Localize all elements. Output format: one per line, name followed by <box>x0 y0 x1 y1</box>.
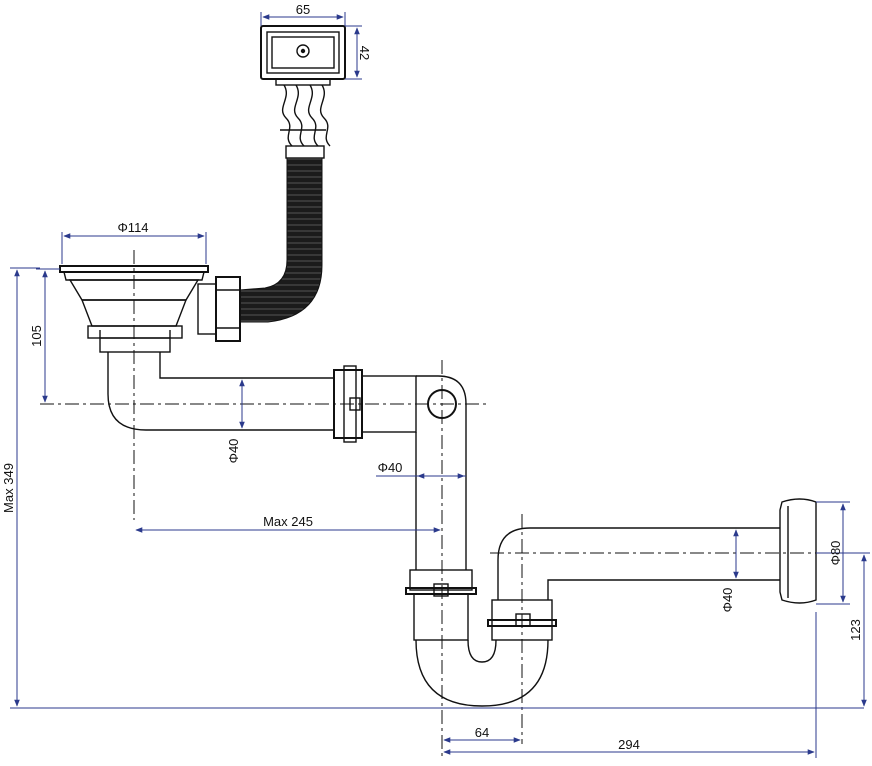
dimensions <box>10 12 870 758</box>
label-64: 64 <box>475 725 489 740</box>
drain-elbow-pipe <box>107 352 417 443</box>
label-phi-80: Φ80 <box>828 541 843 566</box>
overflow-cover <box>260 25 346 86</box>
label-123: 123 <box>848 619 863 641</box>
label-65: 65 <box>296 2 310 17</box>
overflow-connector-pipes <box>280 84 331 159</box>
label-phi-114: Φ114 <box>117 220 148 235</box>
overflow-hose <box>239 157 323 323</box>
label-max-349: Max 349 <box>1 463 16 513</box>
tee-junction <box>415 375 467 570</box>
dimension-labels: 65 42 Φ114 105 Max 349 Φ40 Φ40 Max 245 Φ… <box>1 2 863 752</box>
label-max-245: Max 245 <box>263 514 313 529</box>
label-phi-40-vertical: Φ40 <box>378 460 403 475</box>
sink-strainer <box>59 265 209 353</box>
center-lines <box>40 250 836 760</box>
label-phi-40-horizontal: Φ40 <box>226 439 241 464</box>
label-42: 42 <box>357 46 372 60</box>
p-trap <box>405 569 557 707</box>
label-105: 105 <box>29 325 44 347</box>
label-phi-40-outlet: Φ40 <box>720 588 735 613</box>
label-294: 294 <box>618 737 640 752</box>
outlet-pipe <box>497 498 817 604</box>
overflow-inlet-fitting <box>197 276 241 342</box>
